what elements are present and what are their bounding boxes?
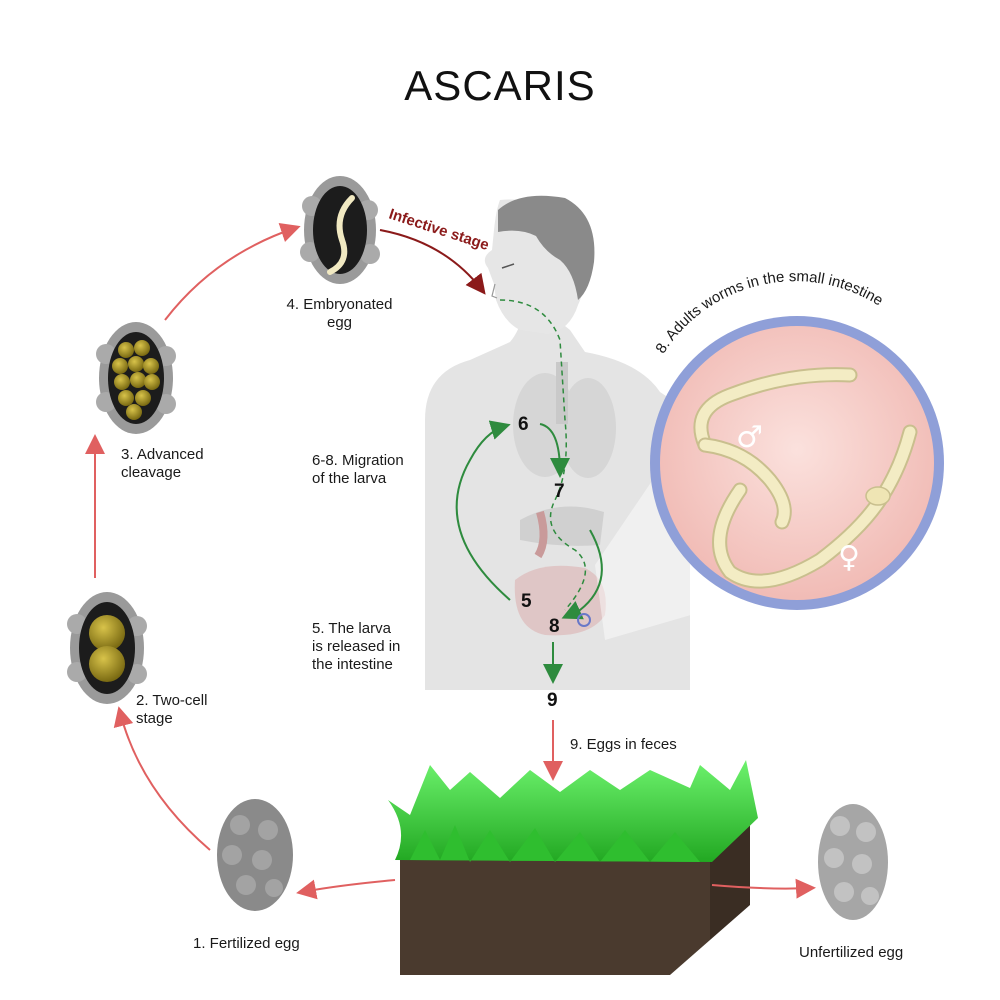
arrow-soil-to-unfertilized (711, 878, 816, 899)
step-6-number: 6 (518, 414, 529, 435)
page-title: ASCARIS (404, 62, 596, 109)
female-symbol: ♀ (838, 540, 860, 575)
step-8-number: 8 (549, 616, 560, 637)
label-fertilized-egg: 1. Fertilized egg (193, 935, 300, 952)
step-7-number: 7 (554, 481, 565, 502)
label-advanced-cleavage: 3. Advanced cleavage (121, 446, 204, 481)
label-larva-released: 5. The larva is released in the intestin… (312, 620, 401, 673)
arrow-7-to-8 (561, 529, 603, 620)
male-symbol: ♂ (736, 420, 763, 455)
egg-fertilized (217, 799, 293, 911)
arrow-soil-to-fertilized (296, 879, 396, 900)
soil-block (388, 760, 758, 975)
human-figure (425, 195, 690, 690)
step-5-number: 5 (521, 591, 532, 612)
step-9-number: 9 (547, 690, 558, 711)
arrow-6-to-7 (539, 423, 570, 478)
egg-two-cell (67, 592, 147, 704)
arrow-5-to-6 (455, 420, 511, 601)
label-eggs-in-feces: 9. Eggs in feces (570, 736, 677, 753)
label-unfertilized-egg: Unfertilized egg (799, 944, 904, 961)
arrow-fertilized-to-two-cell (113, 706, 211, 851)
small-intestine-zoom (650, 316, 944, 610)
egg-advanced-cleavage (96, 322, 176, 434)
infective-stage-label: Infective stage (387, 206, 491, 254)
egg-unfertilized (818, 804, 888, 920)
arrow-infective-stage (379, 229, 486, 295)
label-migration-of-larva: 6-8. Migration of the larva (312, 452, 404, 487)
arrow-advanced-to-embryonated (164, 223, 301, 321)
label-embryonated-egg: 4. Embryonated egg (286, 296, 393, 331)
hair (498, 195, 595, 300)
cycle-arrows (85, 223, 816, 900)
label-two-cell-stage: 2. Two-cell stage (136, 692, 208, 727)
zoom-marker (577, 613, 591, 627)
migration-arrows (455, 420, 603, 684)
egg-embryonated (300, 176, 380, 284)
